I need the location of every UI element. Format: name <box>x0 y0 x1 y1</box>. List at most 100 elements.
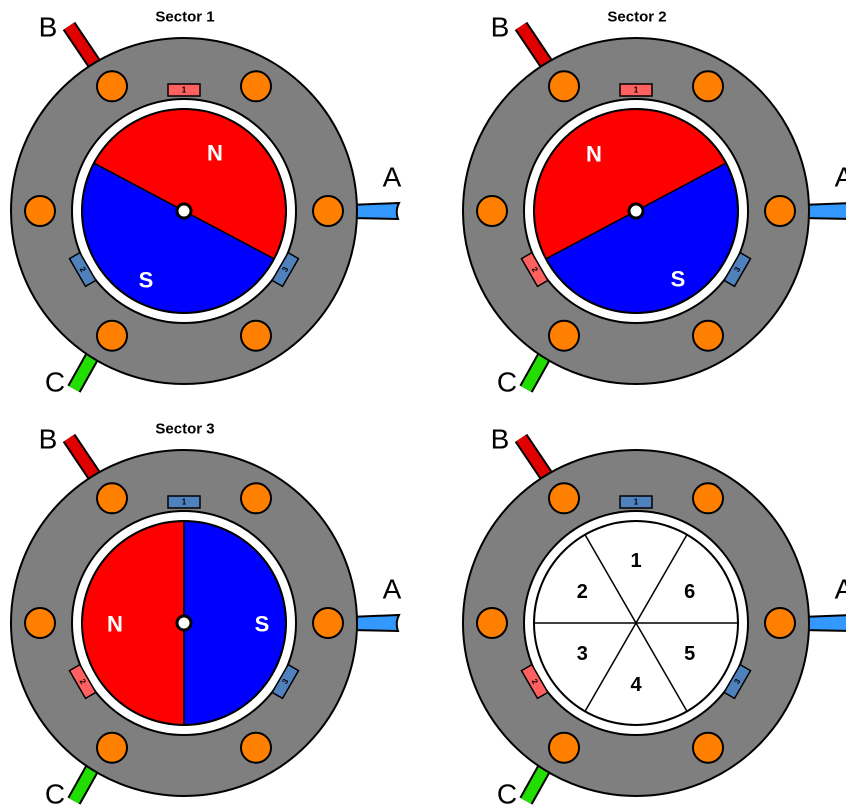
hall-sensor-body <box>619 83 653 97</box>
hall-sensor-label: 3 <box>280 265 290 274</box>
hall-sensor-label: 3 <box>732 677 742 686</box>
rotor-outline <box>533 108 739 314</box>
rotor-shaft <box>627 202 645 220</box>
hall-sensor-1: 1 <box>619 495 653 509</box>
panel-caption: Sector 3 <box>155 421 214 438</box>
winding-coil <box>96 482 128 515</box>
winding-coil <box>548 482 580 515</box>
winding-coil <box>240 482 272 515</box>
hall-sensor-3: 3 <box>723 663 752 700</box>
south-pole-label: S <box>255 612 270 637</box>
winding-coil <box>692 731 724 764</box>
sector-number-3: 3 <box>577 643 588 665</box>
hall-sensor-label: 1 <box>182 498 187 507</box>
hall-sensor-label: 1 <box>634 498 639 507</box>
winding-coil <box>476 195 508 227</box>
phase-label-b: B <box>39 12 58 43</box>
sector-number-4: 4 <box>630 674 642 696</box>
winding-coil <box>548 70 580 103</box>
hall-sensor-3: 3 <box>271 663 300 700</box>
hall-sensor-body <box>271 663 300 700</box>
winding-coil <box>692 482 724 515</box>
hall-sensor-label: 2 <box>530 265 540 274</box>
rotor: NS <box>81 108 287 314</box>
hall-sensor-label: 1 <box>182 86 187 95</box>
winding-coil <box>476 607 508 639</box>
hall-sensor-label: 1 <box>634 86 639 95</box>
winding-coil <box>240 731 272 764</box>
hall-sensor-body <box>271 251 300 288</box>
winding-coil <box>240 319 272 352</box>
sector-number-1: 1 <box>630 550 641 572</box>
winding-coil <box>96 70 128 103</box>
phase-label-a: A <box>383 574 402 605</box>
winding-coil <box>764 607 796 639</box>
panel-caption: Sector 1 <box>155 9 214 26</box>
panel-caption: Sector 2 <box>607 9 666 26</box>
hall-sensor-label: 3 <box>280 677 290 686</box>
hall-sensor-body <box>520 251 549 288</box>
winding-coil <box>692 70 724 103</box>
hall-sensor-3: 3 <box>723 251 752 288</box>
phase-label-a: A <box>383 162 402 193</box>
hall-sensor-2: 2 <box>68 251 97 288</box>
rotor: 1 2 3 4 5 6 <box>533 520 739 726</box>
hall-sensor-body <box>520 663 549 700</box>
winding-coil <box>312 607 344 639</box>
phase-label-a: A <box>835 162 846 193</box>
winding-coil <box>692 319 724 352</box>
hall-sensor-body <box>167 495 201 509</box>
rotor-shaft <box>175 202 193 220</box>
rotor: NS <box>533 108 739 314</box>
hall-sensor-label: 2 <box>530 677 540 686</box>
north-pole-label: N <box>107 612 123 637</box>
hall-sensor-body <box>68 663 97 700</box>
phase-label-b: B <box>39 424 58 455</box>
hall-sensor-3: 3 <box>271 251 300 288</box>
north-pole-label: N <box>207 141 223 166</box>
south-pole-label: S <box>671 267 686 292</box>
rotor-outline <box>81 108 287 314</box>
winding-coil <box>96 731 128 764</box>
hall-sensor-body <box>619 495 653 509</box>
lead-a <box>800 614 846 632</box>
hall-sensor-2: 2 <box>520 251 549 288</box>
phase-label-c: C <box>497 779 517 810</box>
winding-coil <box>548 731 580 764</box>
winding-coil <box>240 70 272 103</box>
sector-number-2: 2 <box>577 581 588 603</box>
sector-number-5: 5 <box>684 643 695 665</box>
hall-sensor-body <box>723 251 752 288</box>
lead-a <box>348 201 401 221</box>
north-pole-label: N <box>586 142 602 167</box>
lead-a <box>348 613 401 633</box>
hall-sensor-1: 1 <box>619 83 653 97</box>
phase-label-c: C <box>45 779 65 810</box>
hall-sensor-label: 3 <box>732 265 742 274</box>
winding-coil <box>96 319 128 352</box>
phase-label-c: C <box>45 367 65 398</box>
phase-label-a: A <box>835 574 846 605</box>
rotor-shaft <box>175 614 193 632</box>
winding-coil <box>312 195 344 227</box>
hall-sensor-2: 2 <box>520 663 549 700</box>
winding-coil <box>24 195 56 227</box>
rotor-outline <box>81 520 287 726</box>
sector-number-6: 6 <box>684 581 695 603</box>
winding-coil <box>24 607 56 639</box>
hall-sensor-label: 2 <box>78 265 88 274</box>
hall-sensor-1: 1 <box>167 495 201 509</box>
hall-sensor-body <box>167 83 201 97</box>
hall-sensor-1: 1 <box>167 83 201 97</box>
winding-coil <box>548 319 580 352</box>
hall-sensor-body <box>723 663 752 700</box>
hall-sensor-2: 2 <box>68 663 97 700</box>
south-pole-label: S <box>139 268 154 293</box>
winding-coil <box>764 195 796 227</box>
hall-sensor-label: 2 <box>78 677 88 686</box>
